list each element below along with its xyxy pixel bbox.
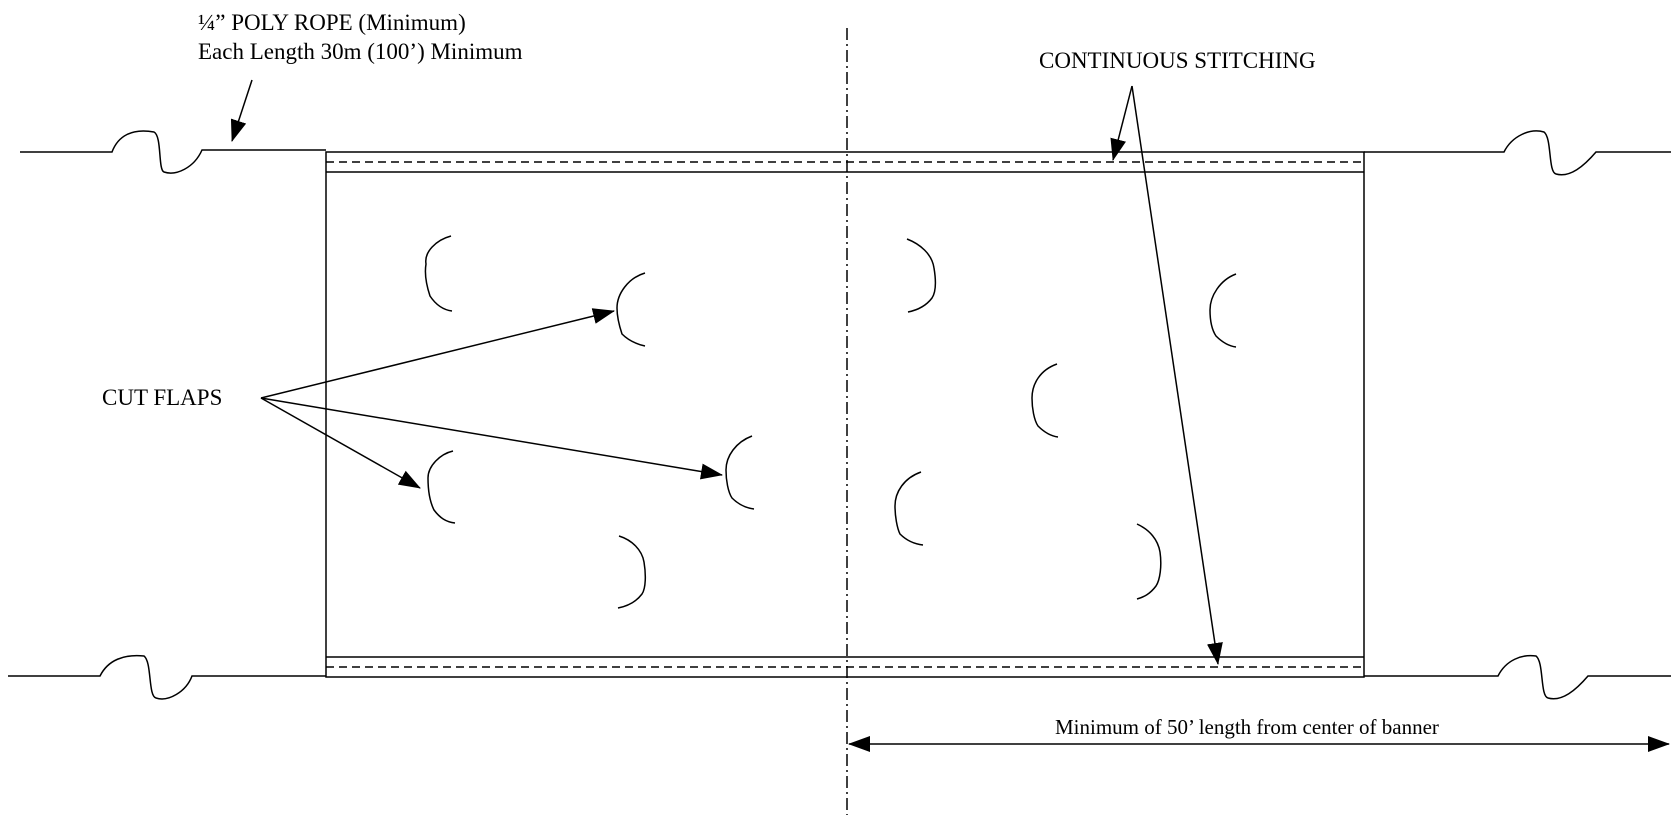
rope-top-right xyxy=(1364,130,1671,176)
continuous-stitching-label: CONTINUOUS STITCHING xyxy=(1039,48,1316,73)
cut-flap xyxy=(1136,523,1162,600)
rope-spec-label: ¼” POLY ROPE (Minimum) xyxy=(198,10,466,35)
cut-flap xyxy=(725,435,755,510)
rope-bottom-right xyxy=(1364,654,1671,700)
cut-flaps-leader-arrow xyxy=(260,308,615,399)
rope-top-left xyxy=(20,130,326,174)
min-length-label: Minimum of 50’ length from center of ban… xyxy=(1055,715,1439,739)
cut-flap xyxy=(1031,363,1059,438)
cut-flap xyxy=(1209,273,1237,348)
rope-length-label: Each Length 30m (100’) Minimum xyxy=(198,39,523,64)
cut-flaps-label: CUT FLAPS xyxy=(102,385,223,410)
cut-flaps-leader-arrow xyxy=(260,397,421,489)
rope-leader-arrow xyxy=(230,79,253,142)
cut-flap xyxy=(617,535,647,609)
banner-outline xyxy=(325,151,1365,678)
cut-flap xyxy=(894,471,924,546)
cut-flap xyxy=(424,235,453,312)
cut-flap xyxy=(427,450,456,524)
cut-flap xyxy=(906,238,937,313)
stitching-leader-arrow xyxy=(1131,85,1223,665)
rope-bottom-left xyxy=(8,654,326,700)
cut-flap xyxy=(616,272,646,347)
cut-flaps-leader-arrow xyxy=(260,397,723,480)
stitching-leader-arrow xyxy=(1110,85,1133,161)
